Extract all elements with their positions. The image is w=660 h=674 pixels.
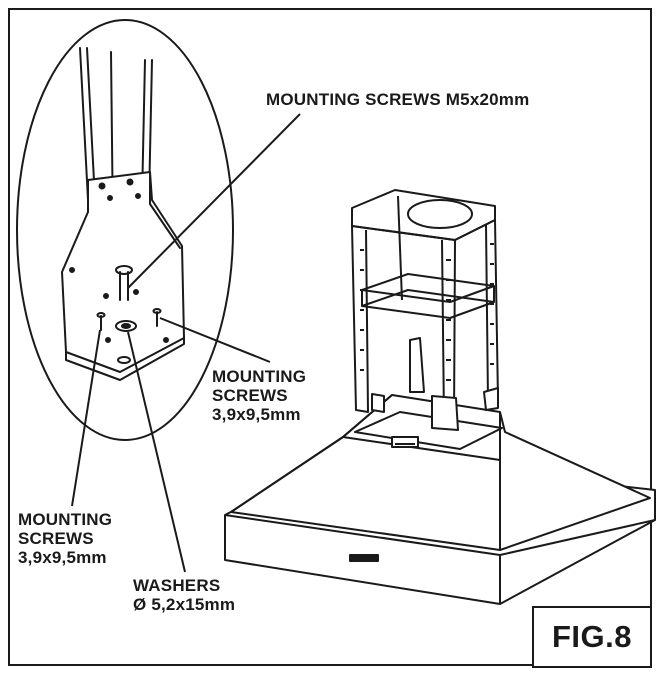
label-washers-line1: WASHERS	[133, 576, 221, 595]
chimney-frame	[351, 189, 499, 431]
label-left-line3: 3,9x9,5mm	[18, 548, 107, 567]
label-right-line3: 3,9x9,5mm	[212, 405, 301, 424]
label-mounting-screws-m5: MOUNTING SCREWS M5x20mm	[266, 90, 529, 109]
figure-number-box: FIG.8	[532, 606, 652, 668]
hood-assembly	[224, 189, 656, 605]
label-mounting-screws-m5-text: MOUNTING SCREWS M5x20mm	[266, 90, 530, 109]
label-mounting-screws-right: MOUNTING SCREWS 3,9x9,5mm	[212, 367, 306, 424]
label-mounting-screws-left: MOUNTING SCREWS 3,9x9,5mm	[18, 510, 112, 567]
label-washers: WASHERS Ø 5,2x15mm	[133, 576, 235, 614]
leader-lines	[71, 113, 301, 573]
detail-callout	[16, 19, 234, 441]
label-right-line2: SCREWS	[212, 386, 288, 405]
label-left-line2: SCREWS	[18, 529, 94, 548]
detail-ellipse	[16, 19, 234, 441]
figure-frame	[8, 8, 652, 666]
leader-left-screws	[71, 329, 101, 507]
leader-washers	[127, 331, 186, 573]
label-left-line1: MOUNTING	[18, 510, 113, 529]
figure-number: FIG.8	[551, 619, 632, 654]
leader-m5-screws	[127, 113, 301, 289]
leader-right-screws	[159, 317, 271, 363]
label-washers-line2: Ø 5,2x15mm	[133, 595, 236, 614]
label-right-line1: MOUNTING	[212, 367, 307, 386]
